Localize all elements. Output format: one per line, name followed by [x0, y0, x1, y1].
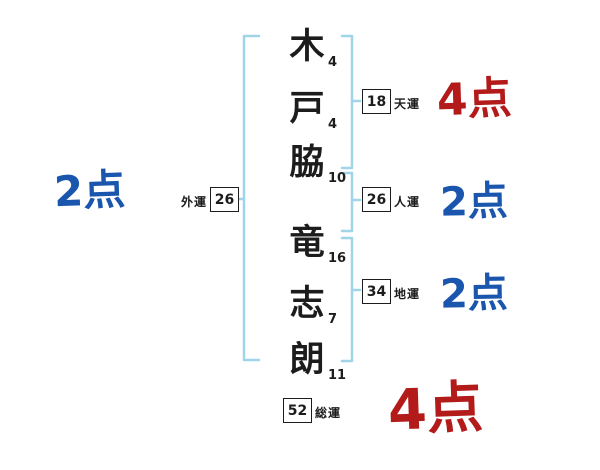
name-char-row: 戸 4 [284, 86, 337, 132]
stroke-count: 11 [328, 368, 347, 383]
outer-luck-value-box: 26 [210, 187, 239, 212]
heaven-luck-label: 天運 [394, 97, 421, 111]
outer-luck-label: 外運 [181, 195, 208, 209]
name-char-row: 竜 16 [284, 220, 346, 266]
name-kanji: 脇 [289, 143, 325, 183]
person-luck-value-box: 26 [362, 187, 391, 212]
name-char-row: 脇 10 [284, 140, 346, 186]
earth-luck-score: 2点 [439, 270, 509, 318]
heaven-luck-score: 4点 [436, 72, 513, 127]
name-kanji: 志 [289, 284, 325, 324]
heaven-luck-bracket [340, 34, 354, 170]
earth-luck-label: 地運 [394, 287, 421, 301]
name-kanji: 竜 [289, 223, 325, 263]
name-kanji: 朗 [289, 340, 325, 380]
person-luck-label: 人運 [394, 195, 421, 209]
total-luck-label: 総運 [315, 406, 342, 420]
outer-luck-bracket [242, 34, 261, 362]
name-char-row: 木 4 [284, 24, 337, 70]
total-luck-score: 4点 [386, 375, 485, 444]
stroke-count: 7 [328, 312, 338, 327]
stroke-count: 10 [328, 171, 347, 186]
stroke-count: 16 [328, 251, 347, 266]
name-kanji: 戸 [289, 89, 325, 129]
stroke-count: 4 [328, 117, 338, 132]
name-kanji: 木 [289, 27, 325, 67]
name-char-row: 志 7 [284, 281, 337, 327]
stroke-count: 4 [328, 55, 338, 70]
earth-luck-value-box: 34 [362, 279, 391, 304]
heaven-luck-value-box: 18 [362, 89, 391, 114]
person-luck-score: 2点 [439, 178, 509, 226]
outer-luck-score: 2点 [53, 164, 127, 217]
total-luck-value-box: 52 [283, 398, 312, 423]
name-char-row: 朗 11 [284, 337, 346, 383]
